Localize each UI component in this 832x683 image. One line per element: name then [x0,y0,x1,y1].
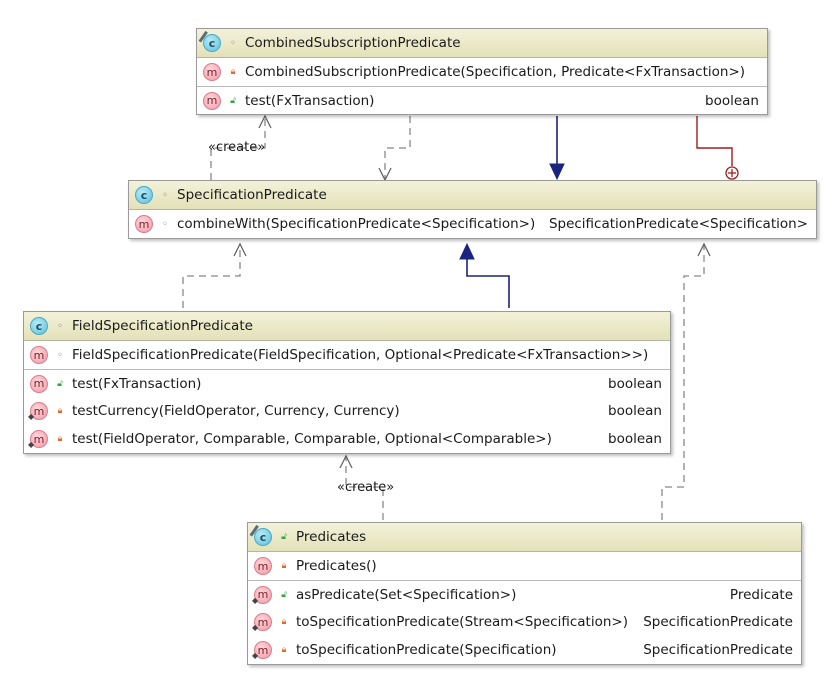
member-type: boolean [705,92,759,109]
private-lock-icon: 🔒︎ [281,617,287,627]
member-name: toSpecificationPredicate(Specification) [296,642,557,658]
field-to-spec-extends-link [459,242,510,308]
class-header[interactable]: c ◦ CombinedSubscriptionPredicate [197,29,767,58]
spec-to-combined-create-link [210,114,272,180]
combined-to-spec-dashed-link [378,116,411,182]
member-row[interactable]: m 🔒︎ CombinedSubscriptionPredicate(Speci… [197,58,767,86]
class-combined-subscription-predicate[interactable]: c ◦ CombinedSubscriptionPredicate m 🔒︎ C… [196,28,768,115]
method-icon: m [30,374,48,393]
combined-inner-class-link [696,116,739,180]
member-name: testCurrency(FieldOperator, Currency, Cu… [72,403,400,419]
package-visibility-icon: ◦ [162,218,168,230]
package-visibility-icon: ◦ [57,349,63,361]
field-to-spec-dashed-link [182,242,247,308]
private-lock-icon: 🔒︎ [230,67,236,77]
package-visibility-icon: ◦ [230,37,236,49]
member-type: SpecificationPredicate [643,614,793,630]
class-title: FieldSpecificationPredicate [72,318,253,334]
public-unlock-icon: 🔓︎ [57,378,63,389]
member-name: asPredicate(Set<Specification>) [296,586,517,603]
method-icon: m [203,91,221,110]
public-unlock-icon: 🔓︎ [281,532,287,542]
create-stereotype-label-top: «create» [208,140,266,155]
member-name: toSpecificationPredicate(Stream<Specific… [296,614,628,630]
public-unlock-icon: 🔓︎ [230,95,236,106]
class-header[interactable]: c ◦ FieldSpecificationPredicate [24,312,670,341]
static-method-icon: ◆m [28,402,48,421]
package-visibility-icon: ◦ [57,320,63,332]
member-row[interactable]: m 🔓︎ test(FxTransaction) boolean [24,369,670,397]
member-name: combineWith(SpecificationPredicate<Speci… [177,216,536,232]
static-method-icon: ◆m [252,613,272,632]
class-title: SpecificationPredicate [177,187,327,203]
class-specification-predicate[interactable]: c ◦ SpecificationPredicate m ◦ combineWi… [128,180,817,239]
member-type: SpecificationPredicate [643,642,793,658]
member-row[interactable]: m 🔓︎ test(FxTransaction) boolean [197,86,767,114]
static-method-icon: ◆m [28,430,48,449]
private-lock-icon: 🔒︎ [281,561,287,571]
member-row[interactable]: ◆m 🔒︎ test(FieldOperator, Comparable, Co… [24,425,670,453]
static-method-icon: ◆m [252,641,272,660]
class-icon: c [30,317,48,335]
member-row[interactable]: ◆m 🔒︎ toSpecificationPredicate(Stream<Sp… [248,608,801,636]
private-lock-icon: 🔒︎ [281,645,287,655]
member-type: boolean [608,431,662,447]
member-type: boolean [608,403,662,419]
member-type: SpecificationPredicate<Specification> [548,216,808,232]
class-icon: c [198,30,221,52]
package-visibility-icon: ◦ [162,189,168,201]
member-name: test(FxTransaction) [72,375,202,392]
class-field-specification-predicate[interactable]: c ◦ FieldSpecificationPredicate m ◦ Fiel… [23,311,671,454]
member-type: Predicate [729,586,793,603]
method-icon: m [30,346,48,364]
member-row[interactable]: m 🔒︎ Predicates() [248,552,801,580]
static-method-icon: ◆m [252,585,272,605]
predicates-to-field-create-link [339,454,384,520]
method-icon: m [254,557,272,575]
member-type: boolean [608,375,662,392]
private-lock-icon: 🔒︎ [57,406,63,416]
member-name: FieldSpecificationPredicate(FieldSpecifi… [72,347,649,363]
method-icon: m [203,63,221,81]
public-unlock-icon: 🔓︎ [281,589,287,600]
member-name: CombinedSubscriptionPredicate(Specificat… [245,64,746,80]
class-icon: c [249,524,272,546]
member-row[interactable]: ◆m 🔒︎ toSpecificationPredicate(Specifica… [248,636,801,664]
combined-to-spec-extends-link [549,116,565,181]
class-header[interactable]: c 🔓︎ Predicates [248,523,801,552]
predicates-to-spec-dashed-link [661,242,711,520]
member-row[interactable]: m ◦ FieldSpecificationPredicate(FieldSpe… [24,341,670,369]
member-row[interactable]: m ◦ combineWith(SpecificationPredicate<S… [129,210,816,238]
class-predicates[interactable]: c 🔓︎ Predicates m 🔒︎ Predicates() ◆m 🔓︎ … [247,522,802,665]
class-icon: c [135,186,153,204]
member-row[interactable]: ◆m 🔓︎ asPredicate(Set<Specification>) Pr… [248,580,801,608]
method-icon: m [135,215,153,233]
class-title: Predicates [296,529,367,545]
private-lock-icon: 🔒︎ [57,434,63,444]
member-name: Predicates() [296,558,377,574]
class-title: CombinedSubscriptionPredicate [245,35,461,51]
class-header[interactable]: c ◦ SpecificationPredicate [129,181,816,210]
member-name: test(FxTransaction) [245,92,375,109]
create-stereotype-label-bottom: «create» [337,480,395,495]
member-row[interactable]: ◆m 🔒︎ testCurrency(FieldOperator, Curren… [24,397,670,425]
member-name: test(FieldOperator, Comparable, Comparab… [72,431,552,447]
